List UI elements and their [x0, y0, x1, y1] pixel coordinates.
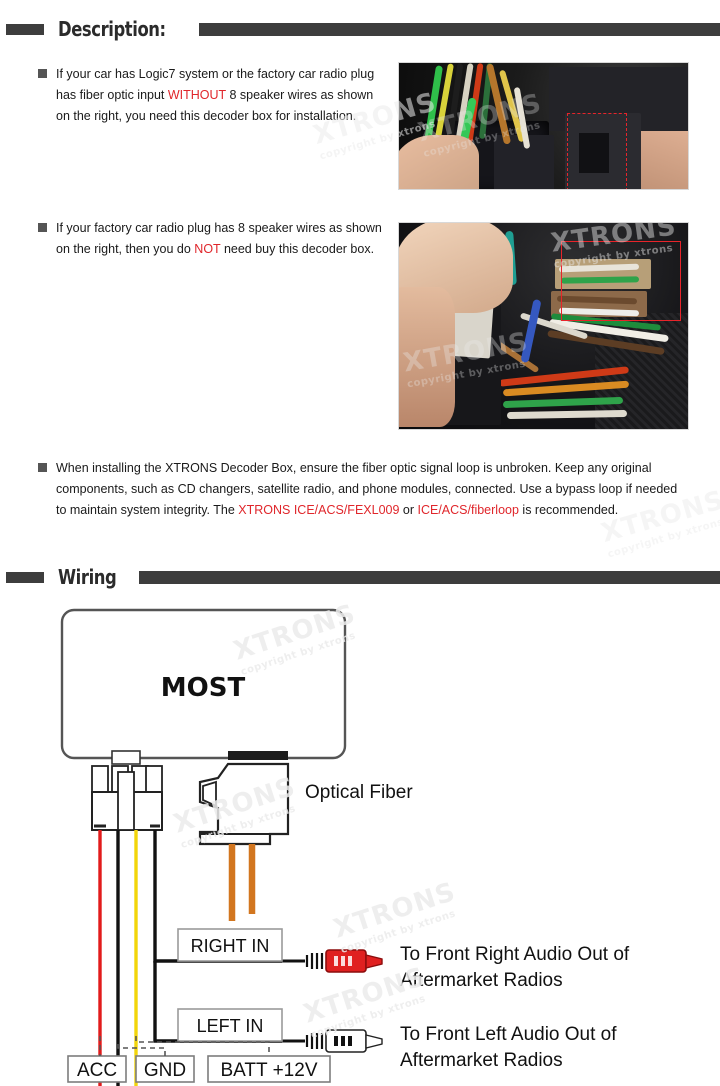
power-label-acc: ACC	[67, 1055, 127, 1083]
batt-label-box	[207, 1055, 331, 1083]
photo2-hand	[399, 287, 455, 427]
right-in-box	[177, 928, 283, 962]
bullet-install-note-text: When installing the XTRONS Decoder Box, …	[56, 458, 688, 521]
most-box-label: MOST	[161, 673, 246, 703]
wiring-diagram: MOST Optical Fiber RIGHT IN LEFT IN	[0, 596, 720, 1086]
header-stub-icon	[6, 23, 44, 35]
header-stub-icon	[6, 571, 44, 583]
most-box-fiber-port	[228, 751, 288, 760]
header-rule	[199, 22, 720, 36]
rca-plug-left-body	[325, 1029, 367, 1053]
photo2-highlight-box	[561, 241, 681, 321]
photo-fiber-optic-plug: XTRONS copyright by xtrons	[398, 62, 689, 190]
dash-line-gnd	[117, 1044, 166, 1056]
bullet-install-note: When installing the XTRONS Decoder Box, …	[38, 458, 688, 521]
left-destination-line2: Aftermarket Radios	[400, 1050, 563, 1071]
bullet-logic7-part-2: 8 speaker wires as shown on the right, y…	[56, 88, 374, 123]
bullet-install-part-0: When installing the XTRONS Decoder Box, …	[56, 461, 678, 517]
rca-plug-right	[305, 949, 383, 973]
watermark-notice: copyright by xtrons	[606, 516, 720, 561]
bullet-8speaker: If your factory car radio plug has 8 spe…	[38, 218, 383, 260]
dash-line-batt	[135, 1036, 270, 1056]
rca-plug-left	[305, 1029, 383, 1053]
power-connector-latch	[117, 771, 135, 831]
page-title: Description:	[58, 17, 166, 41]
optical-fiber-connector	[198, 762, 290, 846]
bullet-8speaker-part-0: If your factory car radio plug has 8 spe…	[56, 221, 382, 256]
left-destination-line1: To Front Left Audio Out of	[400, 1024, 617, 1045]
photo1-hand	[399, 135, 479, 189]
most-box-power-seat	[111, 750, 141, 765]
photo-8-speaker-wires: XTRONS copyright by xtrons XTRONS copyri…	[398, 222, 689, 430]
bullet-8speaker-text: If your factory car radio plug has 8 spe…	[56, 218, 383, 260]
bullet-logic7-part-0: If your car has Logic7 system or the fac…	[56, 67, 375, 102]
rca-plug-right-tip	[365, 954, 383, 969]
left-in-box	[177, 1008, 283, 1042]
section-header-wiring: Wiring	[0, 564, 720, 590]
bullet-install-part-1: XTRONS ICE/ACS/FEXL009	[238, 503, 400, 517]
acc-label-box	[67, 1055, 127, 1083]
bullet-square-icon	[38, 223, 47, 232]
header-rule	[139, 570, 720, 584]
bullet-logic7-text: If your car has Logic7 system or the fac…	[56, 64, 383, 127]
acc-label: ACC	[77, 1060, 117, 1081]
batt-label: BATT +12V	[221, 1060, 318, 1081]
most-box	[60, 608, 347, 760]
power-label-batt: BATT +12V	[207, 1055, 331, 1083]
right-in-label: RIGHT IN	[191, 936, 270, 956]
bullet-square-icon	[38, 69, 47, 78]
optical-fiber-label: Optical Fiber	[305, 782, 413, 803]
bullet-8speaker-part-1: NOT	[194, 242, 221, 256]
bullet-install-part-3: ICE/ACS/fiberloop	[417, 503, 519, 517]
power-label-gnd: GND	[135, 1055, 195, 1083]
bullet-install-part-2: or	[399, 503, 418, 517]
wiring-title: Wiring	[58, 565, 117, 589]
optical-fiber-connector-latch	[202, 780, 217, 808]
bullet-8speaker-part-2: need buy this decoder box.	[220, 242, 375, 256]
bullet-logic7-part-1: WITHOUT	[167, 88, 226, 102]
right-destination-line1: To Front Right Audio Out of	[400, 944, 630, 965]
rca-plug-right-body	[325, 949, 367, 973]
bullet-logic7: If your car has Logic7 system or the fac…	[38, 64, 383, 127]
photo1-highlight-box	[567, 113, 627, 189]
right-destination-line2: Aftermarket Radios	[400, 970, 563, 991]
photo1-fiber-port-slot	[579, 133, 609, 173]
rca-plug-left-tip	[365, 1034, 383, 1049]
gnd-label: GND	[144, 1060, 186, 1081]
bullet-install-part-4: is recommended.	[518, 503, 619, 517]
section-header-description: Description:	[0, 16, 720, 42]
left-in-label: LEFT IN	[197, 1016, 264, 1036]
bullet-square-icon	[38, 463, 47, 472]
